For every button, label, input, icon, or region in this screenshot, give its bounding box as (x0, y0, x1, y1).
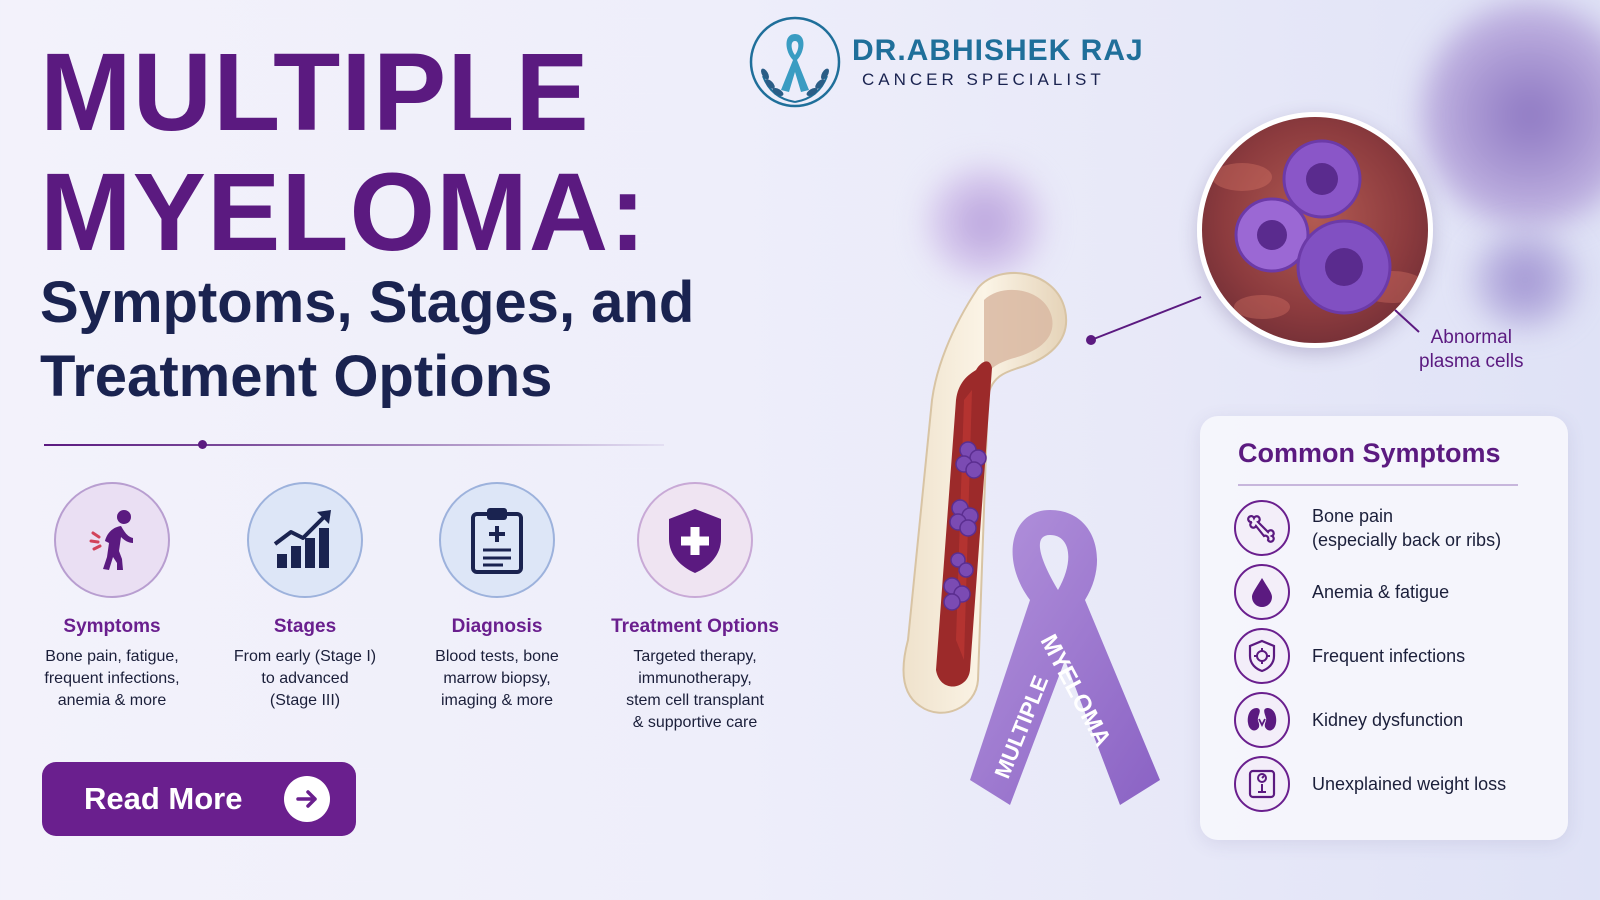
feature-title: Symptoms (63, 616, 161, 637)
back-pain-person-icon (54, 482, 170, 598)
bone-icon (1234, 500, 1290, 556)
virus-shield-icon (1234, 628, 1290, 684)
feature-desc: Bone pain, fatigue,frequent infections,a… (44, 648, 180, 709)
callout-line (1086, 296, 1202, 345)
weight-scale-icon (1234, 756, 1290, 812)
common-symptoms-panel: Common Symptoms Bone pain (especially ba… (1200, 416, 1568, 840)
symptom-item: Anemia & fatigue (1234, 564, 1564, 620)
symptom-text: (especially back or ribs) (1312, 530, 1502, 550)
background-cell-blur (1420, 0, 1600, 230)
symptom-text: Frequent infections (1312, 646, 1466, 666)
background-cell-blur (1470, 230, 1580, 330)
clipboard-medical-icon (439, 482, 555, 598)
feature-desc: Targeted therapy,immunotherapy,stem cell… (626, 648, 764, 731)
bar-chart-growth-icon (247, 482, 363, 598)
symptom-text: Kidney dysfunction (1312, 710, 1464, 730)
symptom-text: Unexplained weight loss (1312, 774, 1507, 794)
page-title-line2: MYELOMA: (40, 151, 647, 274)
awareness-ribbon-laurel-icon (749, 16, 841, 108)
symptom-item: Bone pain (especially back or ribs) (1234, 500, 1564, 556)
feature-title: Stages (273, 616, 337, 637)
feature-desc: From early (Stage I)to advanced(Stage II… (233, 648, 377, 709)
symptom-text: Anemia & fatigue (1312, 582, 1450, 602)
logo-role: CANCER SPECIALIST (862, 70, 1105, 89)
panel-divider (1238, 484, 1518, 486)
background-cell-blur (925, 165, 1045, 280)
feature-title: Treatment Options (611, 616, 779, 637)
page-subtitle-line2: Treatment Options (40, 344, 553, 409)
page-title-line1: MULTIPLE (40, 31, 590, 154)
feature-treatment: Treatment Options Targeted therapy,immun… (595, 482, 795, 734)
title-divider (44, 444, 664, 446)
feature-symptoms: Symptoms Bone pain, fatigue,frequent inf… (27, 482, 197, 712)
shield-cross-icon (637, 482, 753, 598)
logo-name: DR.ABHISHEK RAJ (852, 34, 1144, 67)
symptom-item: Frequent infections (1234, 628, 1564, 684)
symptom-text: Bone pain (1312, 506, 1394, 526)
bone-ribbon-illustration: MULTIPLE MYELOMA (902, 272, 1160, 805)
feature-stages: Stages From early (Stage I)to advanced(S… (220, 482, 390, 712)
read-more-button[interactable]: Read More (42, 762, 356, 836)
plasma-cells-magnified (1197, 112, 1433, 348)
divider-dot (198, 440, 207, 449)
read-more-label: Read More (84, 781, 243, 816)
panel-title: Common Symptoms (1238, 438, 1501, 468)
kidneys-icon (1234, 692, 1290, 748)
symptom-item: Kidney dysfunction (1234, 692, 1564, 748)
cell-label-pointer (1394, 309, 1420, 333)
page-subtitle-line1: Symptoms, Stages, and (40, 270, 695, 335)
feature-title: Diagnosis (451, 616, 543, 637)
arrow-right-icon (284, 776, 330, 822)
symptom-item: Unexplained weight loss (1234, 756, 1564, 812)
plasma-cells-label: Abnormal plasma cells (1419, 327, 1524, 372)
blood-drop-icon (1234, 564, 1290, 620)
